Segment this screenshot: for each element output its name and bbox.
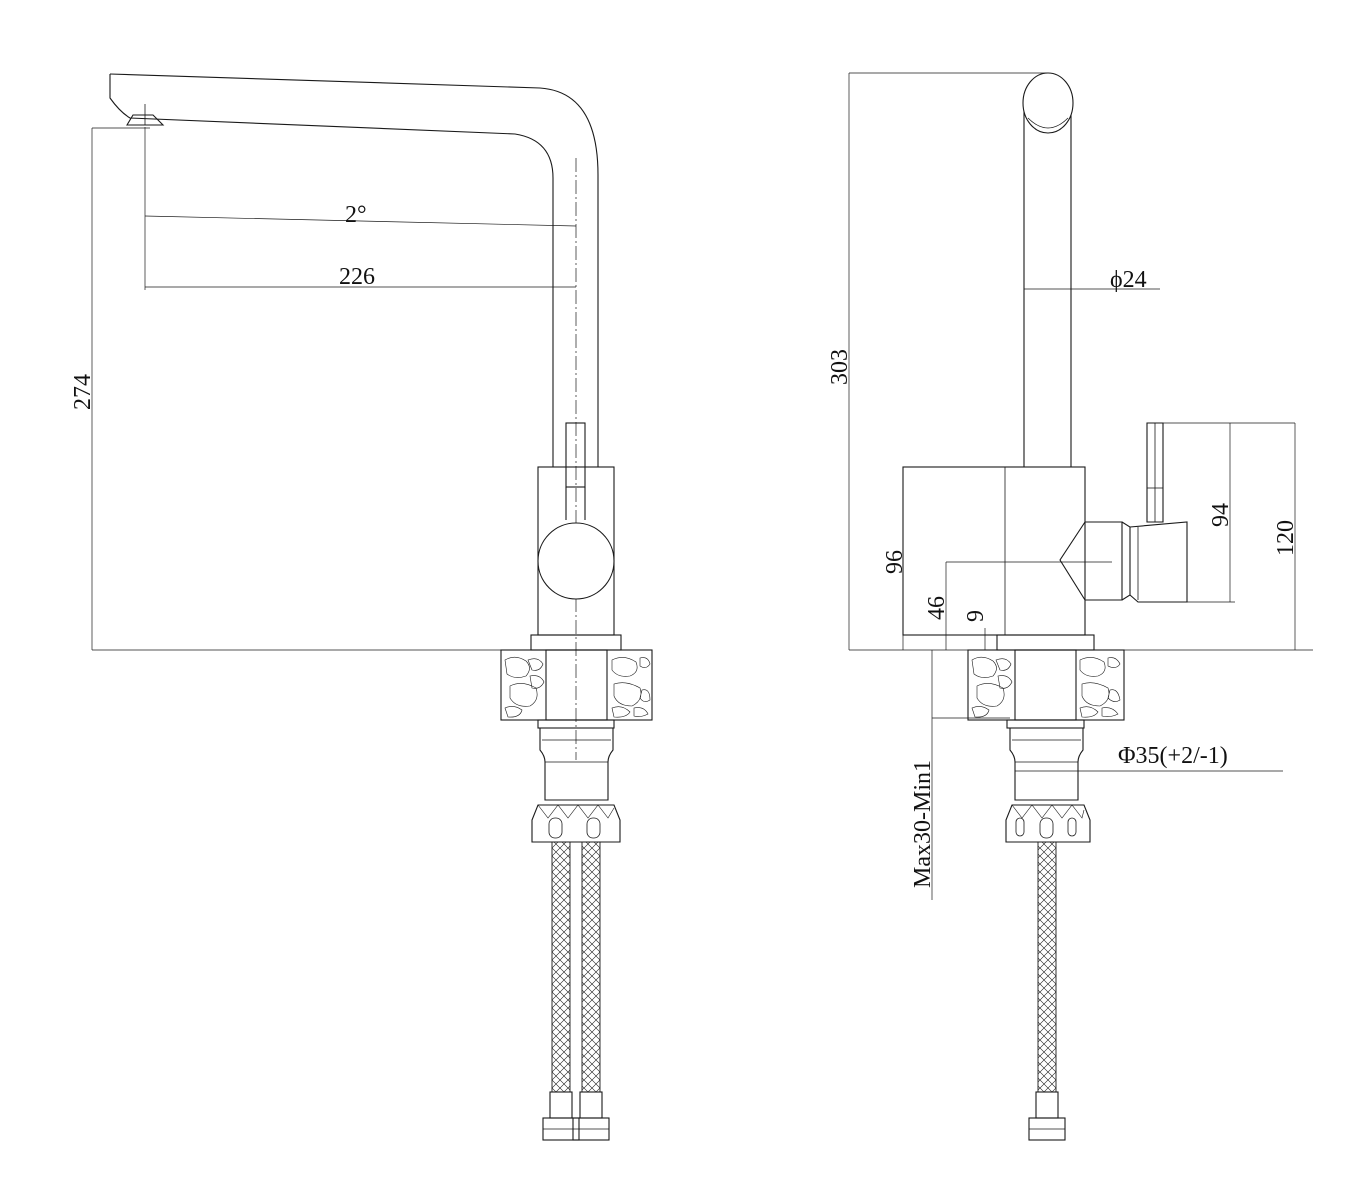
handle-axis-height-label: 46 bbox=[924, 596, 950, 620]
base-ring-height-label: 9 bbox=[963, 610, 989, 622]
handle-height-label: 94 bbox=[1208, 503, 1234, 527]
front-countertop bbox=[500, 649, 653, 729]
handle-top-height-label: 120 bbox=[1273, 520, 1299, 556]
spout-angle-label: 2° bbox=[345, 202, 367, 228]
side-dimensions bbox=[848, 72, 1313, 900]
side-view: 303 ϕ24 96 46 9 94 120 Φ35(+2/-1) Max30-… bbox=[827, 72, 1313, 1141]
side-countertop bbox=[967, 649, 1125, 729]
front-view: 2° 226 274 bbox=[70, 73, 653, 1141]
front-hoses bbox=[542, 841, 610, 1141]
front-handle-cap bbox=[537, 522, 615, 600]
side-shank bbox=[1005, 728, 1091, 843]
counter-thickness-label: Max30-Min1 bbox=[910, 760, 936, 888]
body-height-label: 96 bbox=[882, 550, 908, 574]
spout-height-label: 274 bbox=[70, 374, 96, 410]
side-spout bbox=[1022, 72, 1160, 467]
front-dimensions bbox=[91, 127, 640, 651]
mounting-hole-label: Φ35(+2/-1) bbox=[1118, 743, 1228, 769]
front-shank bbox=[531, 728, 621, 843]
side-spout-head bbox=[1022, 72, 1074, 134]
front-spout bbox=[109, 73, 599, 467]
spout-diameter-label: ϕ24 bbox=[1110, 267, 1147, 293]
total-height-label: 303 bbox=[827, 349, 853, 385]
side-hose bbox=[1028, 841, 1066, 1141]
spout-reach-label: 226 bbox=[339, 264, 375, 290]
